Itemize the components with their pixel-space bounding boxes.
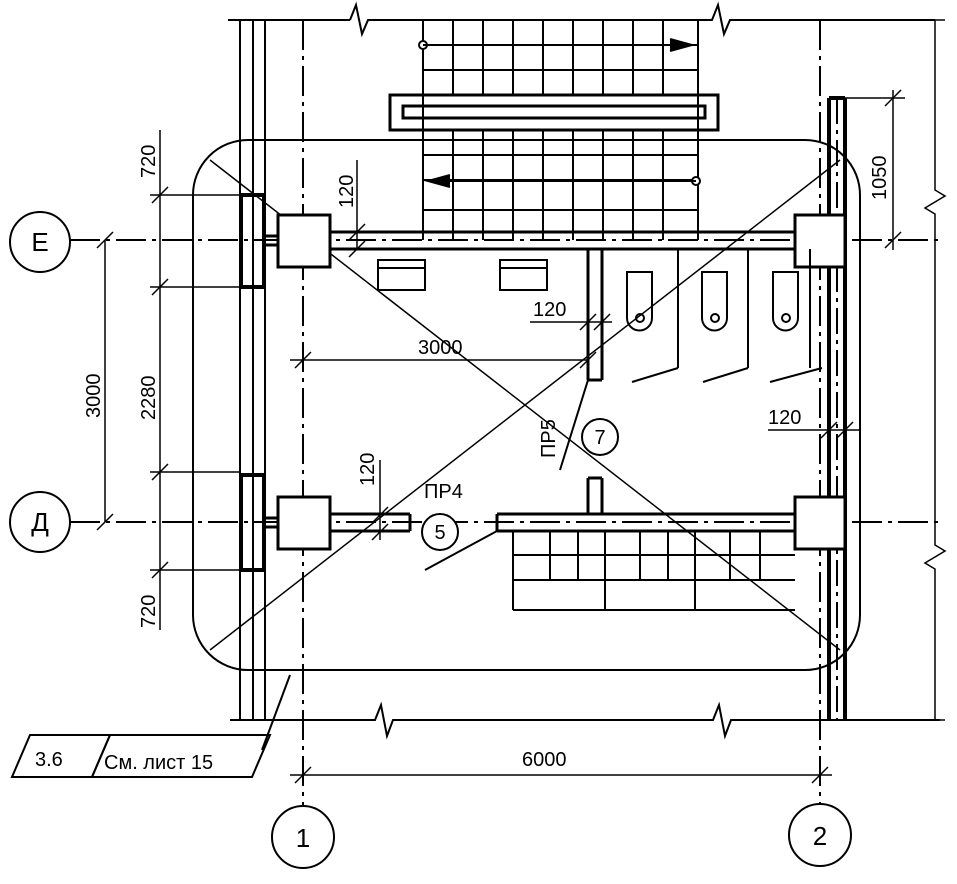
columns	[276, 213, 847, 551]
washbasins	[377, 259, 548, 291]
axis-marker-1	[271, 805, 335, 869]
reference-node-number: 3.6	[35, 749, 63, 771]
opening-mark-pr5: ПР5	[538, 419, 560, 458]
axis-markers	[9, 211, 852, 869]
toilet-cubicles	[424, 249, 823, 571]
door-mark-5: 5	[434, 522, 445, 544]
axis-marker-E	[9, 211, 71, 273]
axis-label-1: 1	[296, 823, 310, 853]
partition-top	[265, 230, 795, 382]
right-wall	[827, 96, 847, 720]
door-marker-7	[581, 418, 619, 456]
reference-sheet: См. лист 15	[104, 752, 213, 774]
opening-mark-pr4: ПР4	[424, 481, 463, 503]
door-mark-7: 7	[594, 427, 605, 449]
axis-label-D: Д	[31, 507, 49, 537]
left-wall	[239, 20, 266, 720]
dim-120-partition: 120	[533, 299, 566, 321]
dim-6000: 6000	[522, 749, 567, 771]
bottom-break-line	[230, 701, 940, 740]
top-staircase	[228, 1, 935, 240]
dim-3000-vertical: 3000	[83, 374, 105, 419]
dim-720-top: 720	[138, 145, 160, 178]
dim-120-bottom: 120	[357, 453, 379, 486]
dimension-lines	[96, 19, 947, 784]
dim-120-top: 120	[336, 175, 358, 208]
axis-label-E: Е	[31, 227, 48, 257]
dim-3000-internal: 3000	[418, 337, 463, 359]
dim-2280: 2280	[138, 376, 160, 421]
axis-label-2: 2	[813, 821, 827, 851]
reference-callout	[10, 674, 291, 778]
axis-lines	[70, 20, 940, 805]
dim-120-right: 120	[768, 407, 801, 429]
partition-bottom	[265, 476, 795, 533]
axis-marker-2	[788, 803, 852, 867]
dim-720-bottom: 720	[138, 595, 160, 628]
node-boundary	[192, 139, 861, 671]
dim-1050: 1050	[869, 156, 891, 201]
bottom-staircase	[512, 531, 795, 611]
axis-marker-D	[9, 491, 71, 553]
door-marker-5	[421, 513, 459, 551]
